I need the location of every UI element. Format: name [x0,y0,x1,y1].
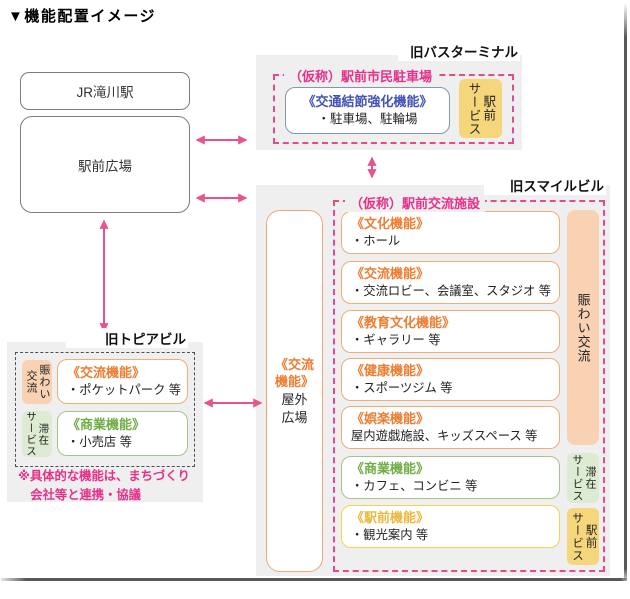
nigiwai-exchange-badge: 賑わい交流 [567,210,599,445]
commercial-function-items: ・カフェ、コンビニ 等 [351,478,478,493]
topia-building-label: 旧トピアビル [66,328,188,348]
topia-commercial-function-items: ・小売店 等 [67,434,132,449]
culture-function-title: 《文化機能》 [351,215,430,231]
jr-takikawa-station-node: JR滝川駅 [20,72,190,110]
topia-commercial-function-title: 《商業機能》 [67,416,146,432]
entertainment-function-title: 《娯楽機能》 [351,410,430,426]
frame-shadow-bottom [1,578,627,581]
outdoor-plaza-box: 《交流 機能》 屋外 広場 [266,210,323,572]
smile-building-label: 旧スマイルビル [484,175,606,195]
health-function-items: ・スポーツジム 等 [351,380,453,395]
nigiwai-exchange-badge-text: 賑わい交流 [575,292,591,363]
exchange-function-items: ・交流ロビー、会議室、スタジオ 等 [351,283,552,298]
station-plaza-node: 駅前広場 [20,116,190,213]
transport-node-function-title: 《交通結節強化機能》 [302,93,433,109]
station-exchange-title: （仮称）駅前交流施設 [345,193,486,212]
commercial-function-title: 《商業機能》 [351,460,430,476]
frame-shadow-right [624,3,627,580]
topia-stay-service-badge: 滞在 サービス [22,411,52,457]
topia-stay-service-badge-text: 滞在 サービス [25,411,50,457]
transport-node-function-items: ・駐車場、駐輪場 [317,111,418,126]
education-culture-function-title: 《教育文化機能》 [351,314,456,330]
page-title: ▼機能配置イメージ [8,8,157,25]
outdoor-plaza-function-title: 《交流 機能》 [274,356,314,390]
station-front-function-items: ・観光案内 等 [351,527,429,542]
topia-exchange-function-box: 《交流機能》 ・ポケットパーク 等 [57,359,188,404]
culture-function-box: 《文化機能》 ・ホール [341,211,560,254]
coordination-note: ※具体的な機能は、まちづくり 会社等と連携・協議 [18,469,190,503]
ekimae-service-badge: 駅前 サービス [459,79,502,138]
topia-nigiwai-badge-text: 賑わい 交流 [25,364,50,400]
exchange-function-title: 《交流機能》 [351,265,430,281]
stay-service-badge-text: 滞在 サービス [571,454,596,502]
commercial-function-box: 《商業機能》 ・カフェ、コンビニ 等 [341,456,560,499]
stay-service-badge: 滞在 サービス [567,453,599,503]
station-front-function-title: 《駅前機能》 [351,509,430,525]
health-function-box: 《健康機能》 ・スポーツジム 等 [341,358,560,401]
topia-commercial-function-box: 《商業機能》 ・小売店 等 [57,411,188,456]
ekimae-service-badge-2: 駅前 サービス [567,508,599,565]
topia-exchange-function-title: 《交流機能》 [67,364,146,380]
bus-terminal-label: 旧バスターミナル [398,41,520,61]
station-front-function-box: 《駅前機能》 ・観光案内 等 [341,505,560,548]
entertainment-function-items: 屋内遊戯施設、キッズスペース 等 [351,428,538,443]
exchange-function-box: 《交流機能》 ・交流ロビー、会議室、スタジオ 等 [341,261,560,304]
culture-function-items: ・ホール [351,233,401,248]
ekimae-service-badge-text: 駅前 サービス [466,81,496,136]
education-culture-function-box: 《教育文化機能》 ・ギャラリー 等 [341,310,560,353]
citizen-parking-title: （仮称）駅前市民駐車場 [284,66,438,85]
topia-exchange-function-items: ・ポケットパーク 等 [67,382,182,397]
health-function-title: 《健康機能》 [351,362,430,378]
education-culture-function-items: ・ギャラリー 等 [351,332,441,347]
topia-dashed-frame [15,352,195,467]
outdoor-plaza-body: 屋外 広場 [281,392,308,425]
topia-nigiwai-badge: 賑わい 交流 [22,360,52,404]
entertainment-function-box: 《娯楽機能》 屋内遊戯施設、キッズスペース 等 [341,406,560,449]
transport-node-function-box: 《交通結節強化機能》 ・駐車場、駐輪場 [285,87,450,134]
ekimae-service-badge-2-text: 駅前 サービス [571,511,597,562]
